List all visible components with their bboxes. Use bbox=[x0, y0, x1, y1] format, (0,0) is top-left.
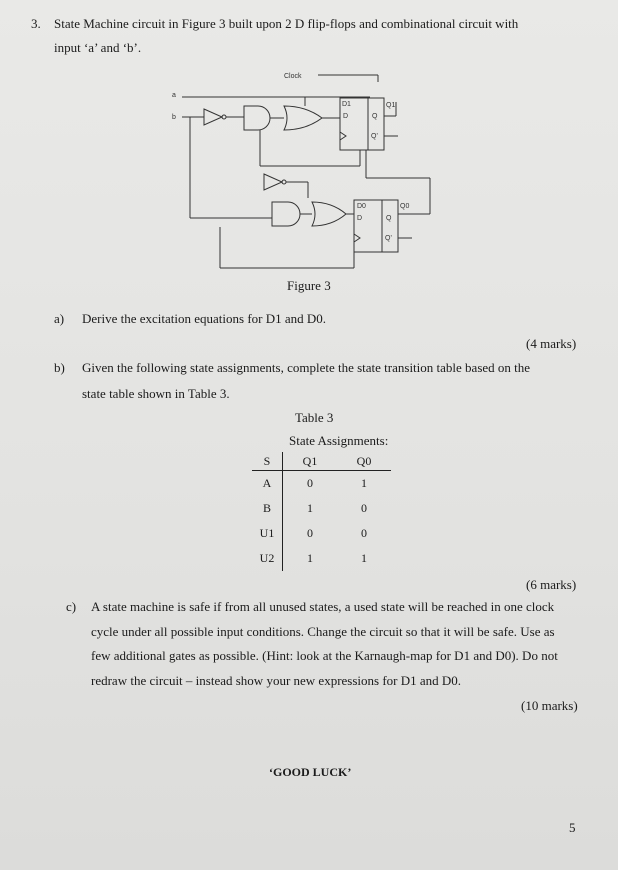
question-stem-line2: input ‘a’ and ‘b’. bbox=[54, 40, 142, 55]
part-c-marks: (10 marks) bbox=[521, 698, 578, 713]
table-header-row: S Q1 Q0 bbox=[252, 452, 391, 471]
part-b-line1: Given the following state assignments, c… bbox=[82, 360, 531, 375]
ff1-d-label: D bbox=[343, 113, 348, 120]
state-machine-circuit-diagram: Clock a b D1 Q1 D Q Q' D0 Q0 D Q Q' bbox=[172, 73, 431, 269]
ff0-d-label: D bbox=[357, 215, 362, 222]
input-b-label: b bbox=[172, 114, 176, 121]
state-assignment-table: S Q1 Q0 A 0 1 B 1 0 U1 0 0 U2 bbox=[252, 452, 391, 571]
table-row: A 0 1 bbox=[252, 470, 391, 496]
ff0-q-label: Q bbox=[386, 215, 392, 222]
ff1-q-label: Q bbox=[372, 113, 378, 120]
q1-label: Q1 bbox=[386, 102, 395, 109]
table-cell: 0 bbox=[307, 476, 313, 490]
table-cell: B bbox=[252, 496, 283, 521]
page-number: 5 bbox=[569, 820, 576, 835]
good-luck-text: ‘GOOD LUCK’ bbox=[269, 765, 352, 779]
part-a-text: Derive the excitation equations for D1 a… bbox=[82, 311, 327, 326]
figure-caption: Figure 3 bbox=[287, 278, 331, 293]
table-cell: A bbox=[252, 470, 283, 496]
d0-label: D0 bbox=[357, 203, 366, 210]
table-cell: 0 bbox=[307, 526, 313, 540]
clock-label: Clock bbox=[284, 73, 302, 80]
question-number: 3. bbox=[31, 16, 41, 31]
table-title: Table 3 bbox=[295, 410, 334, 425]
table-row: B 1 0 bbox=[252, 496, 391, 521]
table-subtitle: State Assignments: bbox=[289, 433, 389, 448]
table-cell: U1 bbox=[252, 521, 283, 546]
part-b-line2: state table shown in Table 3. bbox=[82, 386, 230, 401]
part-c-line3: few additional gates as possible. (Hint:… bbox=[91, 648, 558, 663]
part-c-line2: cycle under all possible input condition… bbox=[91, 624, 555, 639]
q0-label: Q0 bbox=[400, 203, 409, 210]
table-row: U2 1 1 bbox=[252, 546, 391, 571]
part-c-line4: redraw the circuit – instead show your n… bbox=[91, 673, 462, 688]
part-c-label: c) bbox=[66, 599, 77, 614]
table-cell: U2 bbox=[252, 546, 283, 571]
part-a-marks: (4 marks) bbox=[526, 336, 577, 351]
table-header-q1: Q1 bbox=[282, 452, 337, 471]
table-header-s: S bbox=[252, 452, 283, 471]
table-cell: 1 bbox=[307, 551, 313, 565]
table-cell: 1 bbox=[307, 501, 313, 515]
table-cell: 0 bbox=[361, 526, 367, 540]
question-stem-line1: State Machine circuit in Figure 3 built … bbox=[54, 16, 519, 31]
d1-label: D1 bbox=[342, 101, 351, 108]
part-a-label: a) bbox=[54, 311, 65, 326]
table-cell: 1 bbox=[361, 551, 367, 565]
part-b-marks: (6 marks) bbox=[526, 577, 577, 592]
table-cell: 1 bbox=[361, 476, 367, 490]
ff1-qbar-label: Q' bbox=[371, 133, 378, 140]
table-row: U1 0 0 bbox=[252, 521, 391, 546]
table-cell: 0 bbox=[361, 501, 367, 515]
input-a-label: a bbox=[172, 92, 176, 99]
part-c-line1: A state machine is safe if from all unus… bbox=[91, 599, 555, 614]
part-b-label: b) bbox=[54, 360, 65, 375]
table-header-q0: Q0 bbox=[337, 452, 391, 471]
ff0-qbar-label: Q' bbox=[385, 235, 392, 242]
